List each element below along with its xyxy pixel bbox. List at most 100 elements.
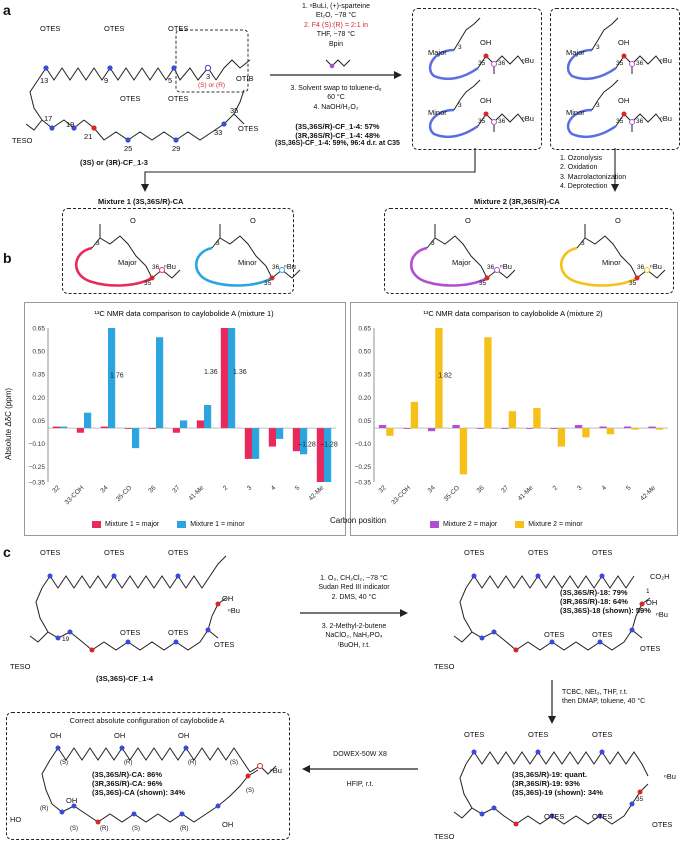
bar-major-2 [550,428,558,429]
start-num-25: 25 [124,144,133,153]
bar-major-36 [148,428,156,429]
chart1-legend: Mixture 1 = major Mixture 1 = minor [92,521,245,528]
y-tick-label: 0.05 [358,418,371,425]
c-acid-otes-4: OTES [544,630,565,639]
box1-major: Major [428,48,447,57]
cond-a-2: Et₂O, −78 °C [315,12,357,20]
cond-c1-6: ᵗBuOH, r.t. [337,641,371,649]
c-lactone-otes-6: OTES [652,820,673,829]
conditions-a: 1. ⁿBuLi, (+)-sparteine Et₂O, −78 °C 2. … [270,2,402,49]
reaction-arrow-c1 [300,609,408,617]
cond-c3-bottom: HFIP, r.t. [346,781,374,788]
bar-major-33-COH [76,428,84,433]
c-start-otes-2: OTES [104,548,125,557]
start-num-3: 3 [206,72,211,81]
c-lactone-yield-2: (3R,36S/R)-19: 93% [512,779,580,788]
mix1-nbu-minor: ⁿBu [284,262,296,271]
bar-major-35-CO [452,425,460,429]
final-yields: (3S,36S/R)-CA: 86% (3R,36S/R)-CA: 96% (3… [92,770,185,797]
x-tick-label: 41-Me [187,484,205,502]
bar-major-36 [476,428,485,429]
x-tick-label: 34 [99,484,109,494]
c-acid-yield-1: (3S,36S/R)-18: 79% [560,588,628,597]
bar-minor-41-Me [533,408,541,429]
bar-major-37 [501,428,509,429]
legend-swatch-m2-major [430,521,439,528]
x-tick-label: 37 [500,484,510,494]
bar-major-4 [268,428,276,447]
box2-c3-major: 3 [596,44,600,51]
bar-annotation: −1.28 [298,442,316,449]
mixture1-box [62,208,294,294]
cond-c1-3: 2. DMS, 40 °C [331,593,377,601]
c-start-otes-3: OTES [168,548,189,557]
legend-m1-major: Mixture 1 = major [105,521,160,528]
chart1-svg: ¹³C NMR data comparison to caylobolide A… [29,309,338,506]
box1-c3-minor: 3 [458,102,462,109]
cond-a2-4: 4. Deprotection [560,183,608,191]
start-sr-label: (S) or (R) [198,82,226,89]
bar-major-5 [292,428,300,452]
box2-major: Major [566,48,585,57]
product-box-3s [412,8,542,150]
y-tick-label: −0.10 [29,441,46,448]
chart1-frame [24,302,346,536]
bar-minor-41-Me [204,405,212,429]
start-num-13: 13 [40,76,49,85]
start-compound-label: (3S) or (3R)-CF_1-3 [80,158,148,167]
bar-major-4 [599,426,607,429]
c-start-molecule [29,555,227,653]
y-tick-label: 0.65 [358,326,371,333]
start-num-17: 17 [44,114,53,123]
cond-a-7: 60 °C [327,94,345,102]
cond-c2-2: then DMAP, toluene, 40 °C [562,698,646,706]
bar-minor-2 [557,428,566,447]
x-tick-label: 33-COH [390,484,412,506]
c-lactone-yields: (3S,36S/R)-19: quant. (3R,36S/R)-19: 93%… [512,770,603,797]
mixture2-box [384,208,674,294]
cond-a-6: 3. Solvent swap to toluene-d₈ [290,85,382,92]
mix2-c36-major: 36 [487,264,495,271]
box2-minor: Minor [566,108,585,117]
bar-minor-37 [180,420,188,429]
x-tick-label: 41-Me [517,484,535,502]
start-num-33: 33 [214,128,223,137]
x-tick-label: 34 [427,484,437,494]
c-lactone-otes-3: OTES [592,730,613,739]
cond-c1-4: 3. 2-Methyl-2-butene [321,623,387,630]
mix1-c36-major: 36 [152,264,160,271]
y-tick-label: −0.35 [355,480,372,487]
legend-swatch-m1-minor [177,521,187,528]
box1-oh-major: OH [480,38,492,47]
conditions-c2: TCBC, NEt₃, THF, r.t. then DMAP, toluene… [562,688,645,707]
chart2-legend: Mixture 2 = major Mixture 2 = minor [430,521,583,528]
x-tick-label: 36 [147,484,157,494]
reaction-arrow-c2 [548,680,556,724]
start-otib: OTIB [236,74,254,83]
bar-minor-5 [631,428,639,430]
x-tick-label: 37 [171,484,181,494]
chart-title-0: ¹³C NMR data comparison to caylobolide A… [94,309,274,318]
x-tick-label: 35-CO [443,484,461,502]
box1-nbu-major: ⁿBu [522,56,534,65]
c-lactone-nbu: ⁿBu [664,772,676,781]
mix2-ester-o-major: O [465,216,471,225]
bar-annotation: 1.36 [204,369,218,376]
bar-major-34 [100,426,108,429]
bar-major-42-Me [316,428,324,482]
mix1-c35-minor: 35 [264,280,272,287]
c-acid-otes-3: OTES [592,548,613,557]
c-start-otes-1: OTES [40,548,61,557]
c-acid-yields: (3S,36S/R)-18: 79% (3R,36S/R)-18: 64% (3… [560,588,651,615]
final-config-3: (S) [230,760,238,766]
x-tick-label: 42-Me [639,484,657,502]
bar-minor-32 [60,426,68,429]
cond-c1-1: 1. O₃, CH₂Cl₂, −78 °C [320,575,388,582]
bar-major-41-Me [196,420,204,429]
mix1-c36-minor: 36 [272,264,280,271]
bar-minor-2 [228,328,236,429]
c-acid-molecule [453,573,651,653]
c-lactone-yield-3: (3S,36S)-19 (shown): 34% [512,788,603,797]
box2-c35-minor: 35 [616,118,624,125]
cond-c1-2: Sudan Red III indicator [318,584,390,592]
